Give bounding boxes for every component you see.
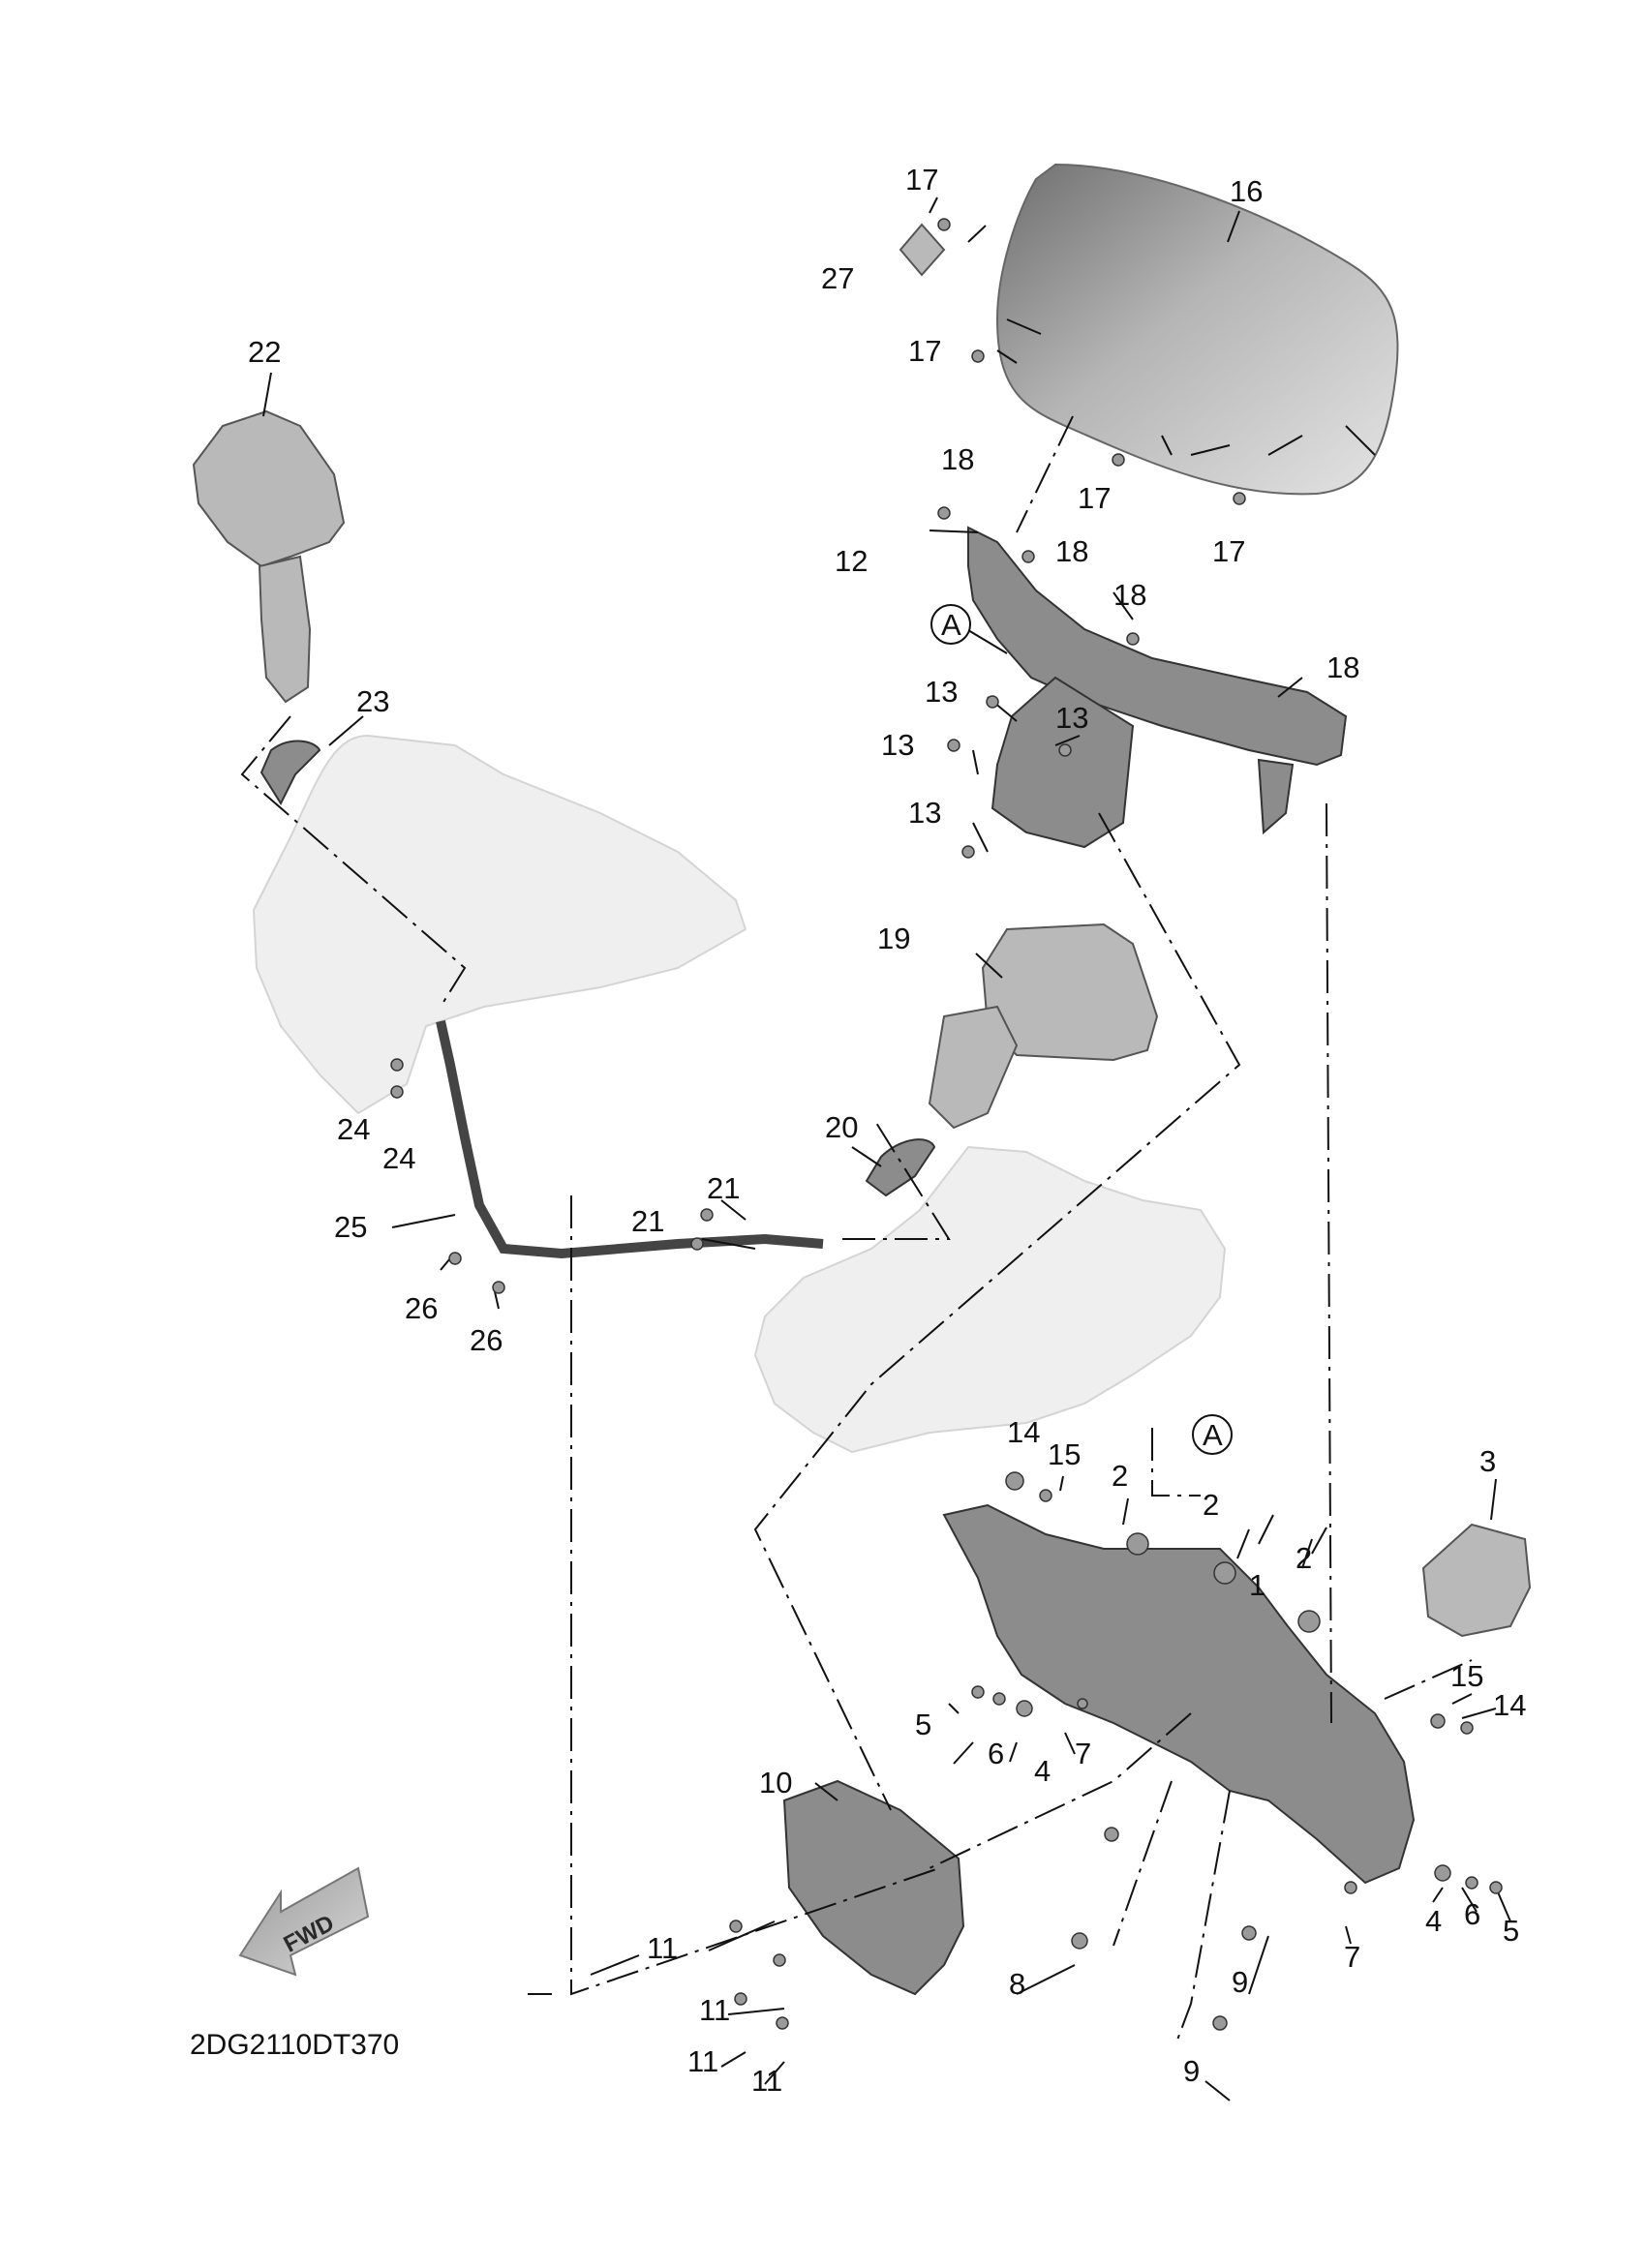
callout-2: 2 xyxy=(1295,1541,1312,1575)
callout-17: 17 xyxy=(905,163,938,197)
callout-21: 21 xyxy=(707,1171,740,1205)
diagram-code: 2DG2110DT370 xyxy=(190,2029,399,2061)
callout-4: 4 xyxy=(1034,1754,1051,1788)
callout-24: 24 xyxy=(382,1141,415,1175)
callout-25: 25 xyxy=(334,1210,367,1244)
callout-7: 7 xyxy=(1344,1940,1360,1974)
callout-21: 21 xyxy=(631,1204,664,1238)
callout-4: 4 xyxy=(1425,1904,1442,1938)
callout-19: 19 xyxy=(877,922,910,955)
callout-17: 17 xyxy=(1078,481,1111,515)
callout-20: 20 xyxy=(825,1110,858,1144)
mirror-right-stem xyxy=(928,1005,1019,1130)
callout-11: 11 xyxy=(751,2064,782,2098)
callout-27: 27 xyxy=(821,261,854,295)
mirror-left-stem xyxy=(258,555,312,704)
callout-9: 9 xyxy=(1183,2054,1200,2088)
mirror-gasket-right xyxy=(865,1138,936,1197)
callout-17: 17 xyxy=(908,334,941,368)
mirror-gasket-left xyxy=(259,740,321,806)
callout-18: 18 xyxy=(941,442,974,476)
callout-2: 2 xyxy=(1203,1488,1219,1522)
callout-15: 15 xyxy=(1048,1437,1081,1471)
callout-14: 14 xyxy=(1493,1688,1526,1722)
callout-11: 11 xyxy=(699,1993,730,2027)
callout-6: 6 xyxy=(1464,1897,1480,1931)
callout-13: 13 xyxy=(881,728,914,762)
meter-bracket-stay xyxy=(991,676,1135,849)
mirror-left-head xyxy=(192,409,346,568)
callout-24: 24 xyxy=(337,1112,370,1146)
callout-23: 23 xyxy=(356,684,389,718)
callout-3: 3 xyxy=(1479,1444,1496,1478)
callout-13: 13 xyxy=(925,675,958,709)
callout-26: 26 xyxy=(405,1291,438,1325)
callout-10: 10 xyxy=(759,1766,792,1799)
stay-assembly xyxy=(782,1779,965,1996)
upper-left-cowl-ghost xyxy=(252,734,747,1115)
emblem-plate xyxy=(899,223,946,277)
fasteners xyxy=(390,218,1503,2031)
leader-lines xyxy=(262,197,1511,2102)
callout-1: 1 xyxy=(1249,1568,1265,1602)
callout-8: 8 xyxy=(1009,1967,1025,2001)
callout-13: 13 xyxy=(1055,701,1088,735)
callout-16: 16 xyxy=(1230,174,1263,208)
callout-11: 11 xyxy=(647,1931,678,1965)
callout-7: 7 xyxy=(1075,1737,1091,1770)
callout-18: 18 xyxy=(1113,578,1146,612)
callout-22: 22 xyxy=(248,335,281,369)
callout-5: 5 xyxy=(1503,1914,1519,1948)
side-bracket xyxy=(1421,1523,1532,1638)
windshield xyxy=(995,163,1399,496)
callout-6: 6 xyxy=(988,1737,1004,1770)
callout-2: 2 xyxy=(1112,1459,1128,1493)
main-frame-bracket xyxy=(942,1503,1416,1885)
callout-18: 18 xyxy=(1055,534,1088,568)
callout-9: 9 xyxy=(1232,1965,1248,1999)
meter-bracket xyxy=(967,526,1348,767)
callout-18: 18 xyxy=(1326,650,1359,684)
callout-15: 15 xyxy=(1450,1659,1483,1693)
meter-bracket-leg xyxy=(1257,758,1295,835)
callout-26: 26 xyxy=(470,1323,503,1357)
callout-5: 5 xyxy=(915,1708,931,1741)
callout-labels: 1 2 2 2 3 4 4 5 5 6 6 7 7 8 9 9 10 11 11… xyxy=(248,163,1526,2098)
reference-marker-a-top: A xyxy=(941,608,961,642)
callout-13: 13 xyxy=(908,796,941,830)
reference-lines xyxy=(240,415,1473,2043)
fwd-arrow-icon: FWD xyxy=(238,1866,370,1977)
lower-right-cowl-ghost xyxy=(753,1145,1227,1454)
mirror-right-head xyxy=(981,922,1159,1062)
callout-12: 12 xyxy=(835,544,868,578)
callout-14: 14 xyxy=(1007,1415,1040,1449)
callout-17: 17 xyxy=(1212,534,1245,568)
reference-marker-a-bottom: A xyxy=(1203,1418,1223,1452)
callout-11: 11 xyxy=(687,2044,718,2078)
mirror-stay xyxy=(436,1019,824,1259)
